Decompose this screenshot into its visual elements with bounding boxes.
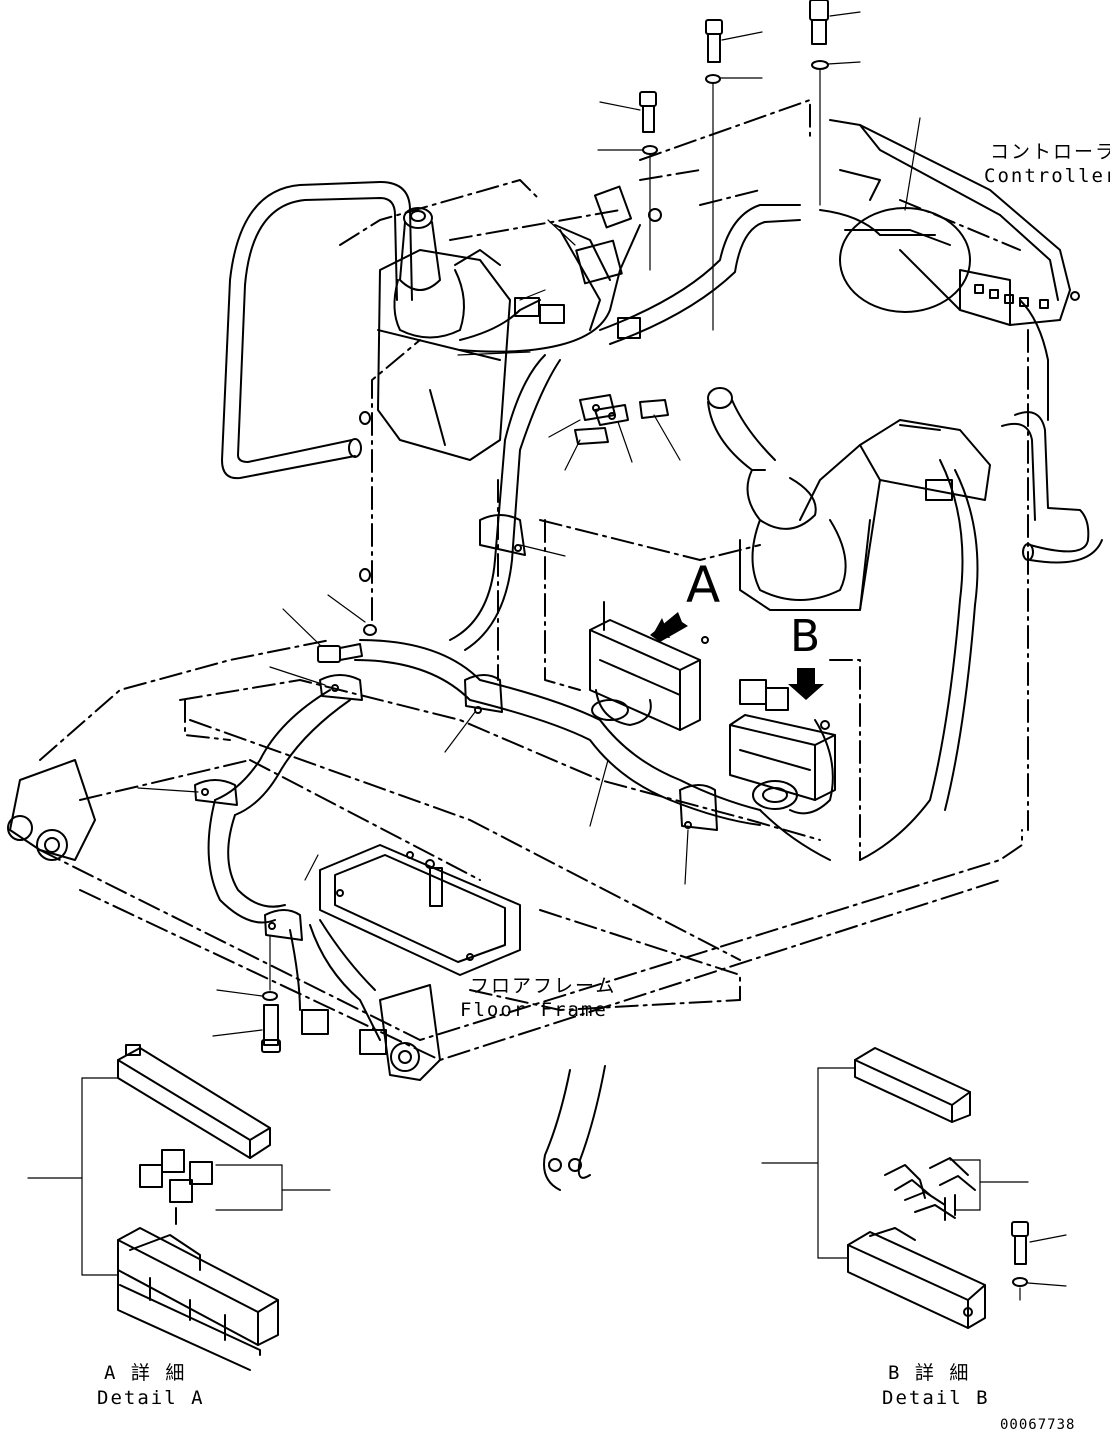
wiring-harness [207,204,979,1041]
detail-a-title-jp: A 詳 細 [104,1362,187,1384]
harness-connectors [301,185,953,1055]
floor-frame-label-jp: フロアフレーム [470,975,617,997]
detail-b-title-jp: B 詳 細 [888,1362,971,1384]
controller-label-en: Controller [984,165,1110,187]
detail-a-exploded [27,1044,331,1371]
handrail-right [1001,299,1103,564]
view-arrow-a [650,612,688,642]
relay-box-b-installed [729,714,836,810]
view-arrow-b [788,668,824,700]
right-control-lever [707,387,847,601]
detail-b-title-en: Detail B [882,1387,990,1409]
handrail-left [221,181,413,480]
left-console [377,249,511,461]
leader-lines [137,11,921,1037]
floor-frame-mounts [7,759,441,1081]
frame-rear-member [543,1065,606,1191]
controller-label-jp: コントローラ [990,141,1110,163]
floor-access-plate [319,844,521,976]
harness-clamps [194,394,718,941]
detail-b-exploded [761,1047,1067,1329]
left-control-lever [393,207,465,339]
view-callout-b: B [790,611,821,662]
controller-unit [829,119,1080,326]
floor-frame-label-en: Floor Frame [460,999,608,1021]
cab-frame-outline [339,99,1029,861]
right-console [739,419,991,611]
detail-a-title-en: Detail A [97,1387,205,1409]
floor-frame-outline [39,639,1023,1061]
fuse-box-a-installed [589,601,701,731]
view-callout-a: A [686,556,721,614]
drawing-number: 00067738 [1000,1417,1076,1433]
